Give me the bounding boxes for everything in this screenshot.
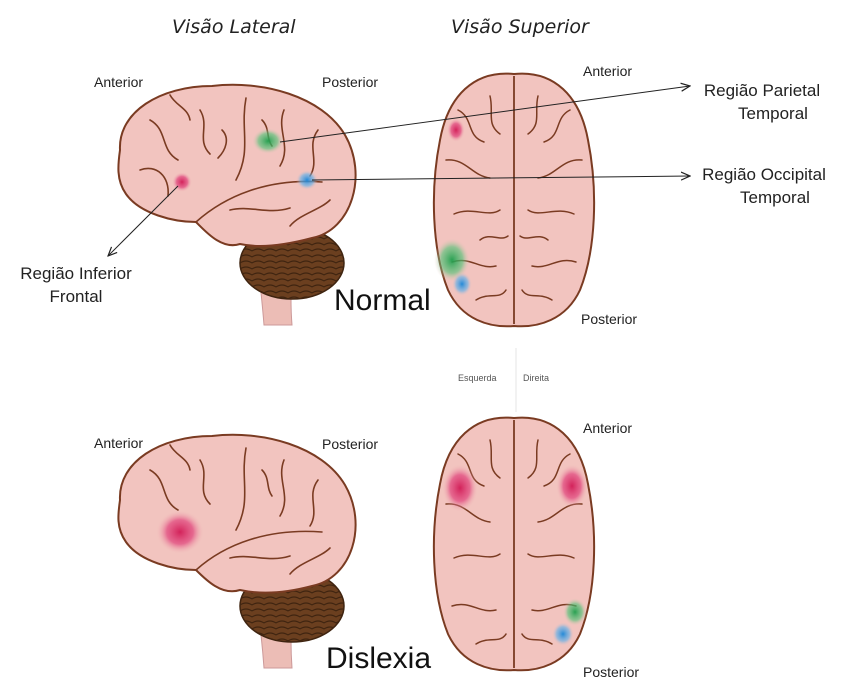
dyslexia-lateral-posterior-label: Posterior [322, 437, 378, 451]
region-parietal-line1: Região Parietal [704, 81, 820, 100]
region-occipital-temporal: Região Occipital Temporal [696, 164, 832, 210]
dyslexia-lateral-anterior-label: Anterior [94, 436, 143, 450]
normal-top-posterior-label: Posterior [581, 312, 637, 326]
title-superior-view: Visão Superior [451, 18, 589, 37]
dyslexia-label: Dislexia [326, 644, 431, 674]
region-inferior-line2: Frontal [50, 287, 103, 306]
region-parietal-line2: Temporal [716, 104, 808, 123]
normal-top-brain [434, 74, 594, 327]
region-parietal-temporal: Região Parietal Temporal [696, 80, 828, 126]
dyslexia-top-posterior-label: Posterior [583, 665, 639, 679]
dyslexia-top-brain [434, 418, 594, 671]
normal-lateral-brain [118, 85, 355, 325]
dyslexia-lateral-brain [118, 435, 355, 668]
dyslexia-top-anterior-label: Anterior [583, 421, 632, 435]
hemisphere-left-label: Esquerda [458, 374, 497, 383]
cerebrum [118, 85, 355, 246]
parietal-temporal-spot [252, 128, 284, 154]
normal-top-anterior-label: Anterior [583, 64, 632, 78]
region-inferior-frontal: Região Inferior Frontal [8, 263, 144, 309]
title-lateral-view: Visão Lateral [172, 18, 296, 37]
region-occipital-line1: Região Occipital [702, 165, 826, 184]
normal-lateral-anterior-label: Anterior [94, 75, 143, 89]
hemisphere-right-label: Direita [523, 374, 549, 383]
region-occipital-line2: Temporal [718, 188, 810, 207]
normal-lateral-posterior-label: Posterior [322, 75, 378, 89]
normal-label: Normal [334, 286, 431, 316]
region-inferior-line1: Região Inferior [20, 264, 132, 283]
